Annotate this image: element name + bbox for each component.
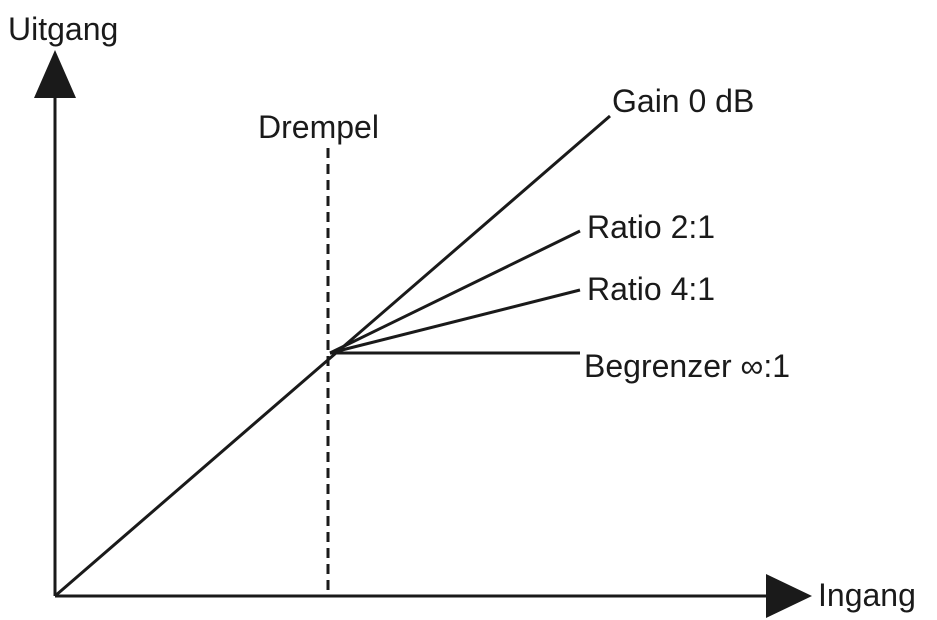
y-axis-arrow-icon — [34, 50, 76, 98]
y-axis-label: Uitgang — [8, 11, 118, 47]
threshold-label: Drempel — [258, 109, 379, 145]
ratio-4-1-label: Ratio 4:1 — [587, 271, 715, 307]
x-axis-label: Ingang — [818, 577, 916, 613]
ratio-4-1-line — [329, 288, 581, 355]
gain-0db-line — [54, 114, 611, 598]
ratio-2-1-label: Ratio 2:1 — [587, 209, 715, 245]
ratio-2-1-line — [329, 229, 581, 355]
limiter-label: Begrenzer ∞:1 — [584, 348, 790, 384]
x-axis-arrow-icon — [766, 574, 812, 618]
gain-0db-label: Gain 0 dB — [612, 83, 754, 119]
